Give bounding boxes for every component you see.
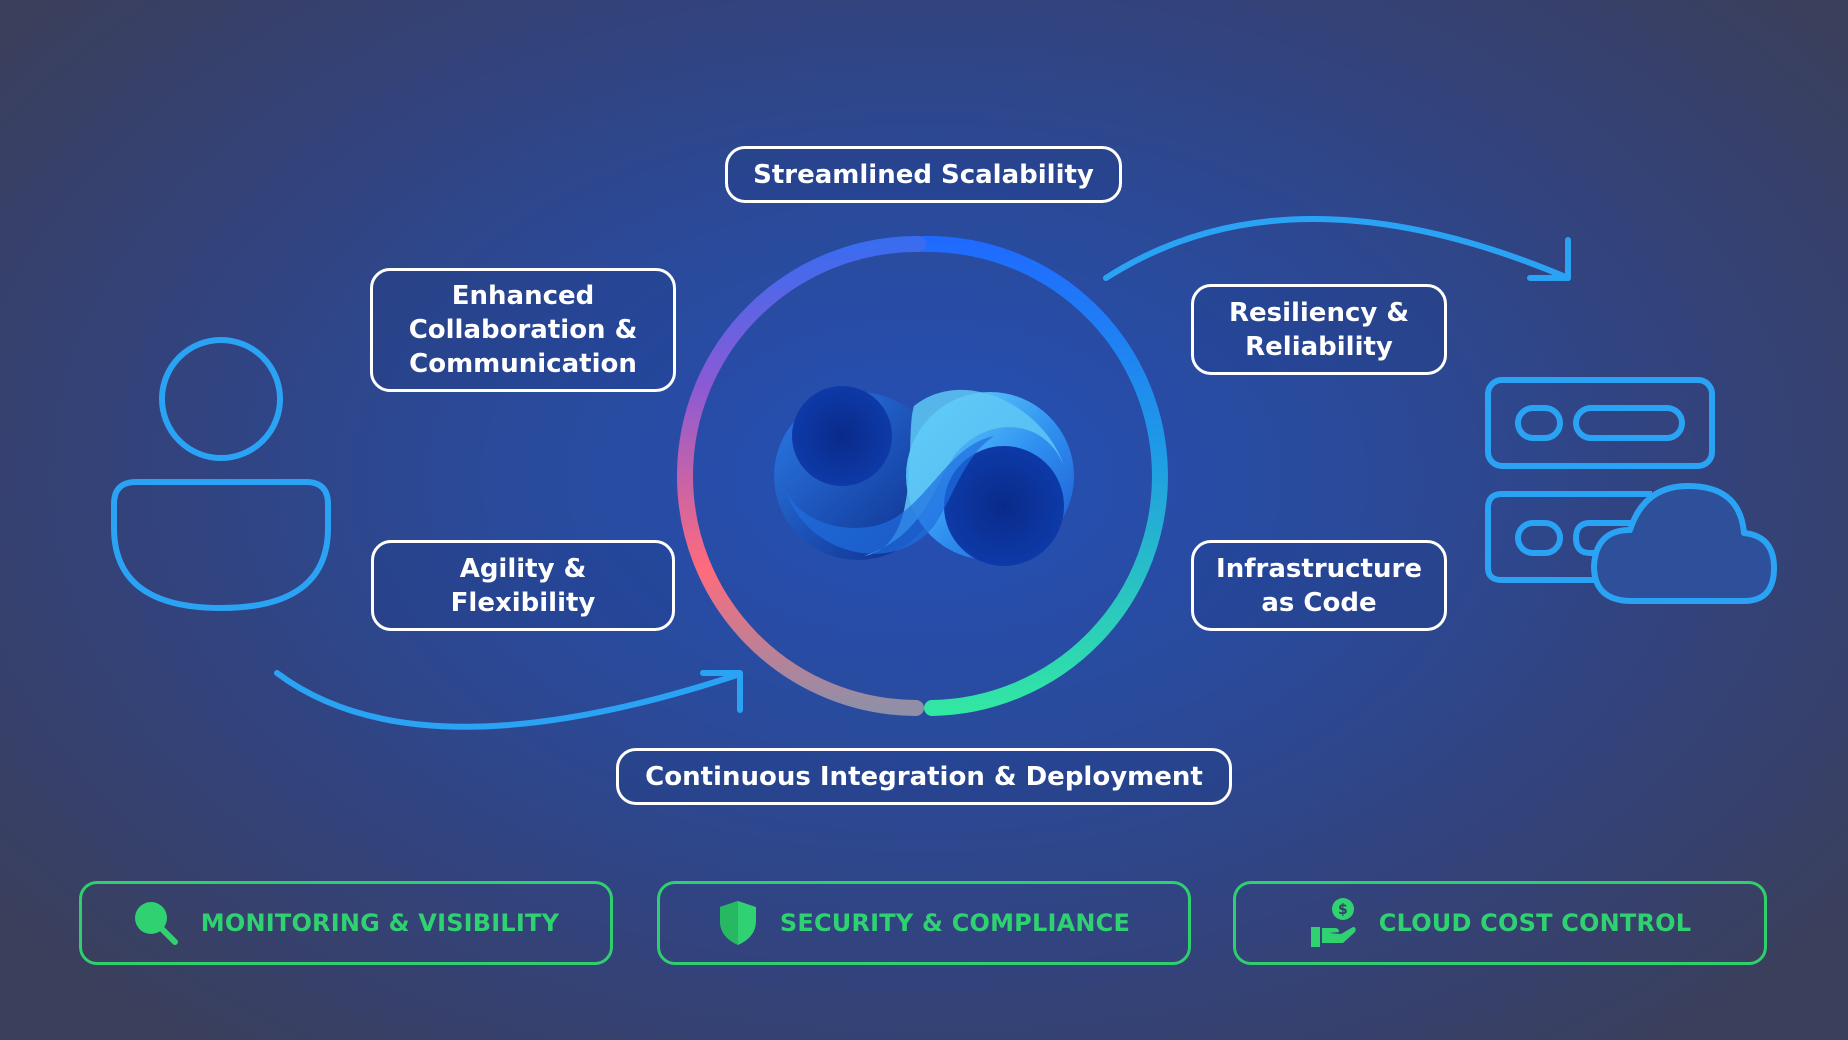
cloud-icon <box>1591 483 1777 604</box>
benefit-label: Streamlined Scalability <box>753 159 1094 190</box>
hand-coin-icon: $ <box>1310 898 1356 947</box>
coin-symbol: $ <box>1338 902 1348 918</box>
benefit-label-line-1: Enhanced <box>451 281 595 311</box>
feature-label: MONITORING & VISIBILITY <box>200 909 560 937</box>
feature-cloud-cost-control: $ CLOUD COST CONTROL <box>1233 881 1767 965</box>
ring-left-arc <box>677 235 926 716</box>
benefit-label-line-1: Infrastructure <box>1216 553 1422 584</box>
feature-label: SECURITY & COMPLIANCE <box>779 909 1131 937</box>
benefit-label-line-1: Agility & <box>459 553 587 584</box>
benefit-label-line-2: Reliability <box>1245 331 1393 362</box>
benefit-infrastructure-as-code: Infrastructure as Code <box>1191 540 1447 631</box>
feature-monitoring-visibility: MONITORING & VISIBILITY <box>79 881 613 965</box>
user-icon <box>111 337 331 612</box>
benefit-resiliency-reliability: Resiliency & Reliability <box>1191 284 1447 375</box>
shield-icon <box>719 901 756 945</box>
benefit-label-line-1: Resiliency & <box>1228 297 1410 328</box>
benefit-label: Continuous Integration & Deployment <box>645 761 1203 792</box>
benefit-streamlined-scalability: Streamlined Scalability <box>725 146 1122 203</box>
feature-label: CLOUD COST CONTROL <box>1378 909 1692 937</box>
central-ring <box>677 235 1168 716</box>
benefit-agility-flexibility: Agility & Flexibility <box>371 540 675 631</box>
ring-right-arc <box>916 235 1168 716</box>
arrow-left-to-ring <box>274 670 743 730</box>
benefit-label-line-2: as Code <box>1261 587 1377 618</box>
benefit-continuous-integration: Continuous Integration & Deployment <box>616 748 1232 805</box>
server-rack-icon <box>1485 377 1715 583</box>
benefit-label-line-2: Collaboration & <box>408 315 638 345</box>
feature-security-compliance: SECURITY & COMPLIANCE <box>657 881 1191 965</box>
infinity-swirl-logo <box>774 386 1074 566</box>
magnifier-icon <box>134 902 178 945</box>
benefit-label-line-3: Communication <box>409 349 637 379</box>
benefit-enhanced-collaboration: Enhanced Collaboration & Communication <box>370 268 676 392</box>
arrow-ring-to-cloud <box>1103 216 1571 281</box>
benefit-label-line-2: Flexibility <box>450 587 596 618</box>
